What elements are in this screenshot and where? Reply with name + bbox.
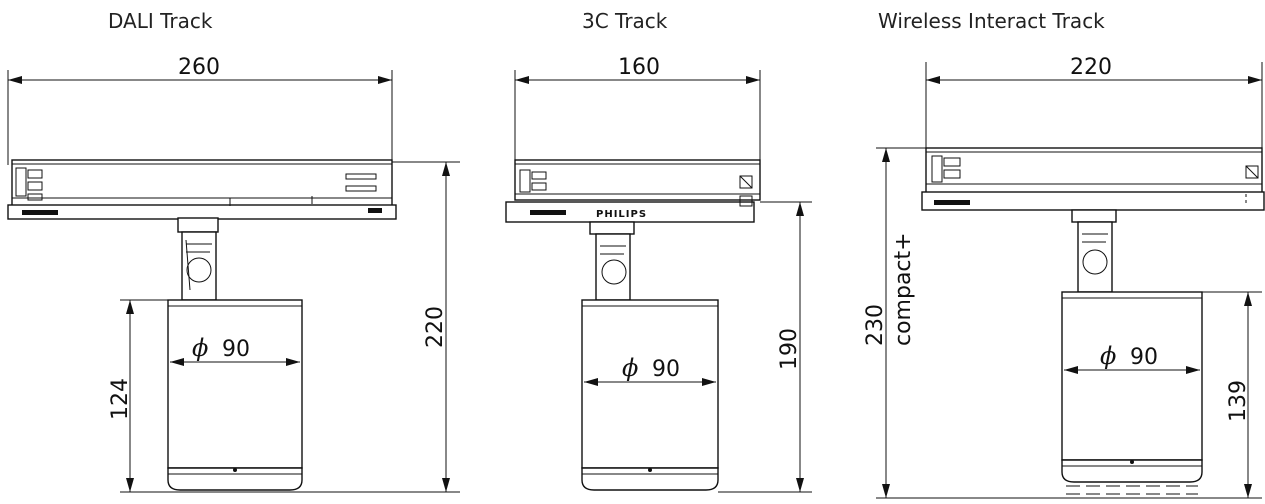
wireless-height-label: 230 [863, 304, 888, 346]
wireless-stem [1071, 209, 1117, 293]
wireless-diameter-dimension: ϕ 90 [1064, 342, 1200, 374]
dali-track-adapter [7, 159, 397, 220]
dali-width-dimension: 260 [7, 55, 393, 165]
wireless-height-dimension: 230 compact+ [863, 147, 1262, 499]
dali-stem [177, 217, 219, 301]
3c-track-title: 3C Track [582, 9, 668, 33]
wireless-body-height-dimension: 139 [1202, 291, 1262, 498]
wireless-track-drawing: 220 [863, 55, 1265, 499]
dali-track-drawing: 260 [7, 55, 460, 493]
wireless-diameter-symbol: ϕ [1100, 342, 1116, 370]
3c-track-adapter: PHILIPS [505, 159, 761, 223]
dali-track-title: DALI Track [108, 9, 213, 33]
dali-diameter-label: 90 [222, 337, 250, 362]
dali-diameter-dimension: ϕ 90 [170, 334, 300, 366]
3c-spot-cylinder [581, 299, 719, 491]
wireless-spot-cylinder [1061, 291, 1203, 495]
wireless-track-title: Wireless Interact Track [878, 9, 1105, 33]
dali-width-label: 260 [178, 55, 220, 80]
wireless-track-adapter [921, 147, 1265, 211]
3c-diameter-dimension: ϕ 90 [584, 354, 716, 386]
dali-diameter-symbol: ϕ [192, 334, 208, 362]
wireless-width-dimension: 220 [925, 55, 1263, 150]
3c-width-dimension: 160 [514, 55, 761, 165]
wireless-body-height-label: 139 [1226, 380, 1251, 422]
3c-width-label: 160 [618, 55, 660, 80]
wireless-width-label: 220 [1070, 55, 1112, 80]
3c-diameter-label: 90 [652, 357, 680, 382]
dali-body-height-label: 124 [108, 378, 133, 420]
3c-diameter-symbol: ϕ [622, 354, 638, 382]
3c-brand-label: PHILIPS [596, 209, 647, 220]
wireless-height-note: compact+ [891, 232, 916, 346]
dali-height-dimension: 220 [392, 161, 460, 493]
dali-spot-cylinder [167, 299, 303, 491]
dali-height-label: 220 [423, 306, 448, 348]
wireless-diameter-label: 90 [1130, 345, 1158, 370]
3c-stem [589, 221, 635, 301]
3c-track-drawing: 160 PHILIPS [505, 55, 812, 493]
3c-height-label: 190 [777, 328, 802, 370]
3c-height-dimension: 190 [718, 201, 812, 493]
dali-body-height-dimension: 124 [108, 299, 402, 493]
